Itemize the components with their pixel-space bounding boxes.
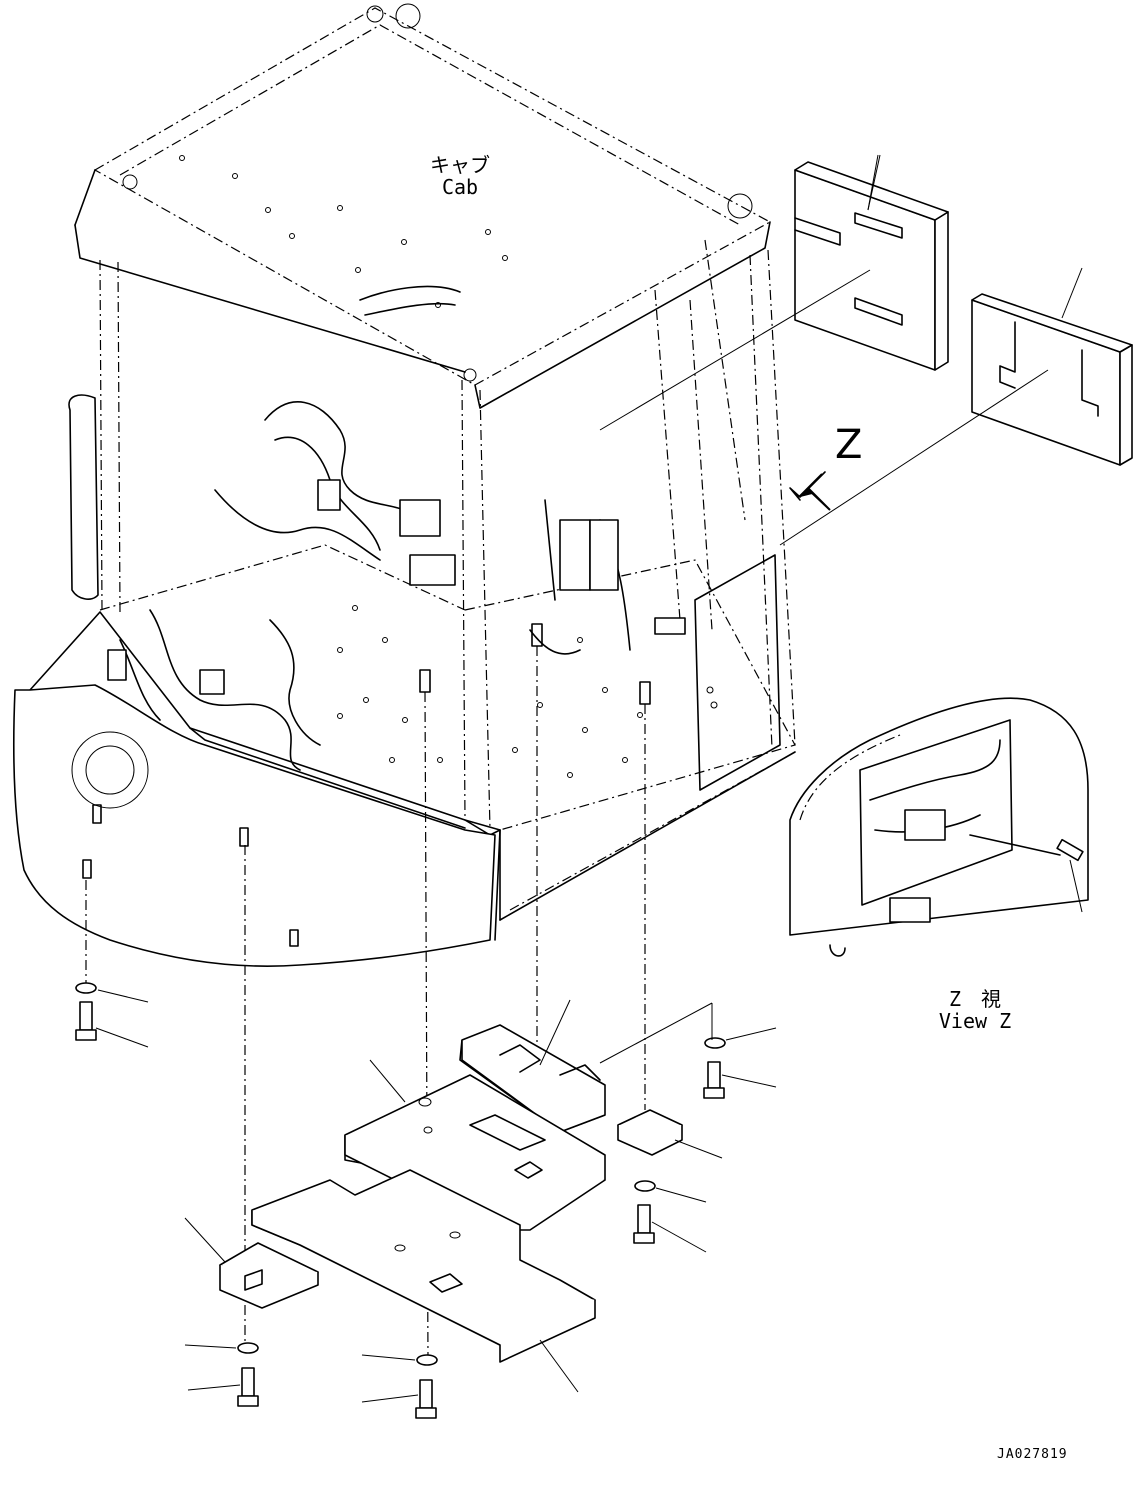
- z-marker-label: Z: [835, 422, 863, 468]
- floor-mat-middle: [344, 1059, 606, 1231]
- cab-label-en: Cab: [441, 175, 479, 199]
- roof-bolt-holes: [179, 155, 508, 308]
- cab-label: キャブ Cab: [420, 154, 500, 198]
- drawing-code: JA027819: [997, 1447, 1068, 1462]
- floor-mat-bottom: [251, 1169, 596, 1393]
- alignment-lines: [85, 646, 646, 1361]
- view-z-label-jp: Z 視: [948, 987, 1002, 1011]
- leader-line-panel-2: [779, 369, 1049, 546]
- washer-bolt-set: [75, 982, 777, 1419]
- view-z-label-en: View Z: [938, 1009, 1012, 1033]
- view-z-inset: [789, 697, 1089, 957]
- wiring-harness: [107, 285, 686, 771]
- floor-spacer-block-left: [184, 1217, 319, 1309]
- floor-mat-top-strip: [459, 999, 606, 1133]
- floor-holes: [337, 605, 643, 778]
- leader-line-panel-1: [599, 269, 871, 431]
- cab-frame: [12, 3, 796, 967]
- leader-line-inset-connector: [867, 154, 881, 211]
- view-z-label: Z 視 View Z: [925, 988, 1025, 1032]
- wall-insulation-panel-2: [971, 267, 1133, 466]
- floor-spacer-block-right: [617, 1109, 723, 1159]
- mount-bosses: [82, 623, 651, 947]
- cab-label-jp: キャブ: [430, 153, 490, 177]
- wall-insulation-panel-1: [794, 154, 949, 371]
